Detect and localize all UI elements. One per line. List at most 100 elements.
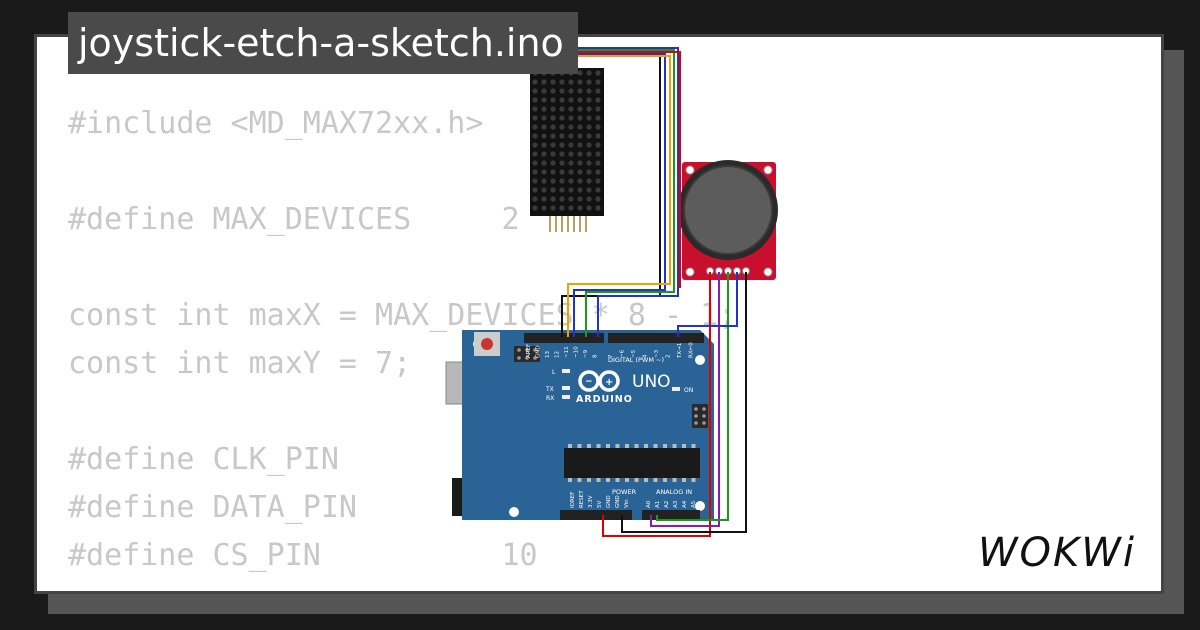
led-dot [559,151,565,157]
led-dot [550,97,556,103]
led-dot [577,115,583,121]
led-dot [586,88,592,94]
led-dot [559,106,565,112]
chip-leg [577,478,582,482]
led-dot [550,133,556,139]
pin-label: RESET [579,490,585,508]
led-dot [559,97,565,103]
led-dot [586,133,592,139]
joystick-knob [683,165,773,255]
led-dot [595,178,601,184]
arduino-infinity-logo [578,370,620,392]
led-dot [595,88,601,94]
led-dot [541,97,547,103]
code-line: #define DATA_PIN [68,490,357,525]
led-dot [532,133,538,139]
led-dot [595,169,601,175]
chip-leg [606,444,610,448]
wokwi-logo: WOKWi [978,530,1134,576]
chip-leg [644,444,648,448]
pin-label: IOREF [570,492,576,508]
led-dot [550,88,556,94]
led-dot [595,142,601,148]
tx-led [562,386,570,390]
wire-blue-joystick-sel [677,272,738,337]
code-line: const int maxY = 7; [68,346,412,381]
led-dot [532,169,538,175]
chip-leg [653,478,658,482]
atmega-chip [564,448,700,478]
pin-label: TX→1 [677,343,683,359]
chip-leg [587,444,591,448]
led-dot [595,70,601,76]
led-dot [559,169,565,175]
led-dot [559,187,565,193]
chip-leg [568,444,572,448]
pin-label: ~11 [564,346,570,358]
led-matrix [530,55,604,232]
code-line: #include <MD_MAX72xx.h> [68,106,484,141]
led-dot [541,124,547,130]
pin-label: A2 [664,501,670,508]
led-dot [550,106,556,112]
led-dot [586,70,592,76]
rx-led [562,395,570,399]
led-dot [559,142,565,148]
pin-label: A4 [682,500,688,508]
led-dot [550,169,556,175]
led-dot [577,106,583,112]
pin-label: 8 [593,354,599,358]
joystick-module [678,160,778,280]
pin-label: GND [536,345,542,358]
led-dot [532,88,538,94]
pin-label: 4 [643,354,649,358]
led-dot [577,151,583,157]
led-dot [586,79,592,85]
on-led [672,387,680,391]
led-dots [532,70,601,211]
led-dot [577,79,583,85]
led-dot [532,79,538,85]
led-dot [532,142,538,148]
led-dot [559,115,565,121]
led-dot [586,196,592,202]
led-dot [532,205,538,211]
pin-label: Vin [624,499,630,508]
led-dot [532,160,538,166]
led-dot [568,133,574,139]
pin-label: ~5 [631,349,637,358]
led-dot [568,160,574,166]
led-dot [586,142,592,148]
led-dot [541,205,547,211]
led-dot [550,178,556,184]
led-dot [532,124,538,130]
chip-leg [568,478,572,482]
l-led-label: L [552,369,556,376]
led-dot [568,205,574,211]
led-dot [577,70,583,76]
joystick-pins [706,267,750,275]
led-dot [550,151,556,157]
wire-purple-joystick-vert [650,272,720,527]
wire-green-joystick-horz [656,272,729,521]
led-dot [568,196,574,202]
l-led [562,369,570,373]
led-dot [577,88,583,94]
chip-leg [644,478,648,482]
led-dot [559,205,565,211]
led-dot [577,196,583,202]
led-dot [595,133,601,139]
led-dot [577,169,583,175]
power-label: POWER [612,488,637,496]
led-dot [568,97,574,103]
led-dot [550,124,556,130]
chip-leg [691,478,696,482]
pin-label: AREF [526,344,532,358]
led-dot [568,187,574,193]
led-dot [550,196,556,202]
led-dot [532,187,538,193]
led-dot [541,79,547,85]
chip-leg [596,478,601,482]
pin-label: ~3 [654,349,660,358]
header-digital-left [524,333,604,343]
